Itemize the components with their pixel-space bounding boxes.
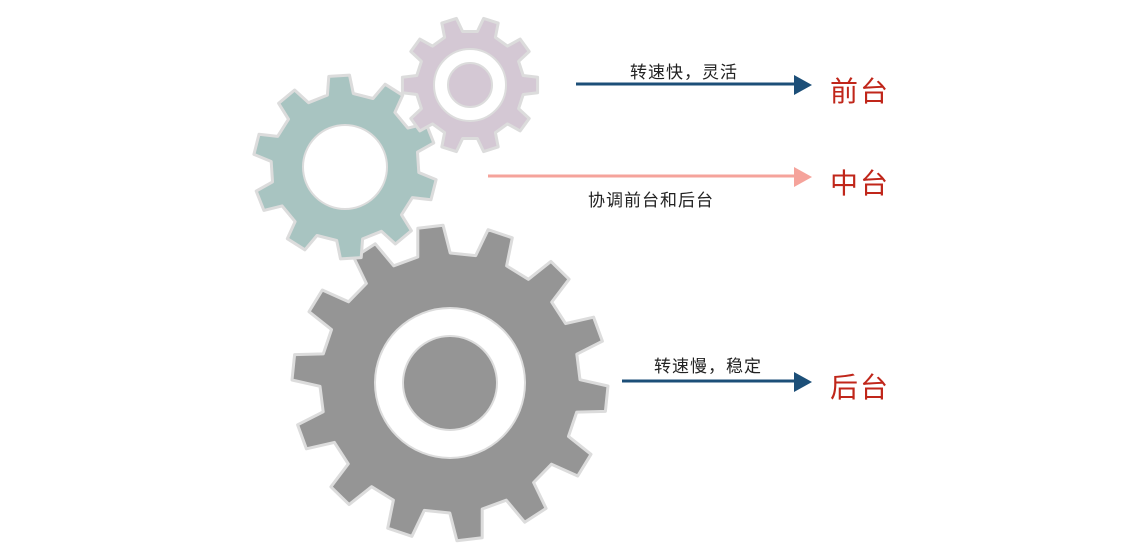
gear-hub (447, 62, 493, 108)
frontend-label: 前台 (830, 75, 891, 108)
front-gear-icon (400, 16, 540, 154)
arrow-backend (622, 372, 812, 392)
back-gear-icon (290, 223, 610, 543)
gear-hub (402, 335, 498, 431)
backend-caption: 转速慢，稳定 (654, 357, 762, 377)
frontend-caption: 转速快，灵活 (630, 63, 738, 83)
backend-label: 后台 (830, 371, 891, 404)
middle-label: 中台 (830, 167, 891, 200)
middle-caption: 协调前台和后台 (588, 191, 714, 211)
arrow-frontend (576, 75, 812, 95)
middle-gear-icon (252, 73, 438, 261)
arrow-middle (488, 167, 812, 187)
gear-hole (302, 124, 388, 210)
